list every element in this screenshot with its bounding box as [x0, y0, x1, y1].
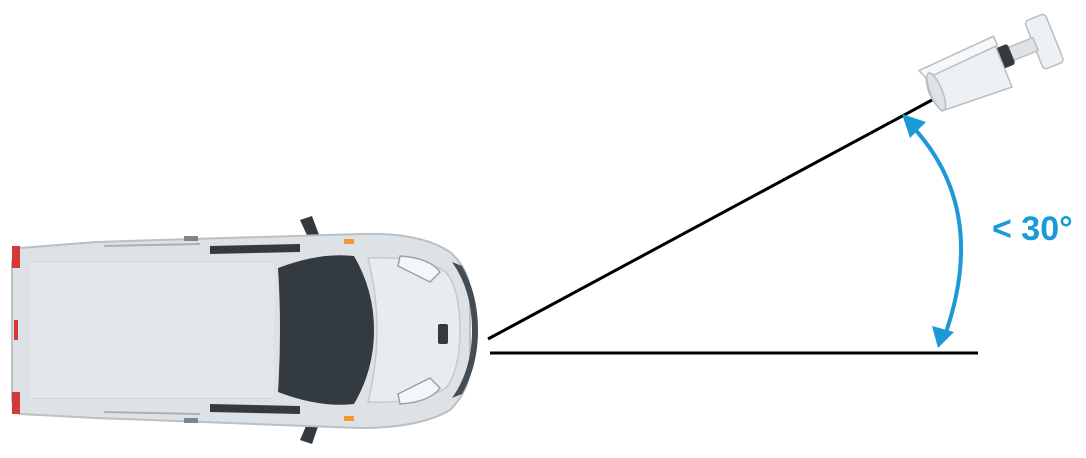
camera-sunshield: [917, 35, 999, 80]
angle-arc: [910, 124, 964, 339]
camera-sight-line: [487, 98, 933, 341]
indicator-left-icon: [344, 239, 354, 244]
headlight-right-icon: [397, 377, 441, 405]
van-hood: [367, 257, 461, 403]
door-handle-right: [184, 418, 198, 423]
side-trim-left: [103, 243, 201, 247]
side-window-right: [210, 404, 300, 414]
rear-light-center: [14, 320, 18, 340]
headlight-left-icon: [397, 255, 441, 283]
arc-arrowhead-bottom: [932, 326, 954, 348]
arc-arrowhead-top: [902, 114, 926, 138]
security-camera-icon: [917, 13, 1064, 112]
side-trim-right: [103, 411, 201, 415]
tail-light-right-icon: [12, 392, 20, 414]
tail-light-left-icon: [12, 246, 20, 268]
side-window-left: [210, 244, 300, 254]
camera-lens: [926, 72, 947, 112]
angle-label: < 30°: [992, 210, 1073, 248]
door-handle-left: [184, 236, 198, 241]
front-bumper: [452, 262, 478, 398]
roof-area: [30, 262, 274, 398]
windshield-icon: [278, 255, 374, 405]
van-icon: [11, 216, 478, 444]
front-sensor: [438, 324, 448, 344]
indicator-right-icon: [344, 416, 354, 421]
angle-arc-icon: [902, 114, 964, 348]
